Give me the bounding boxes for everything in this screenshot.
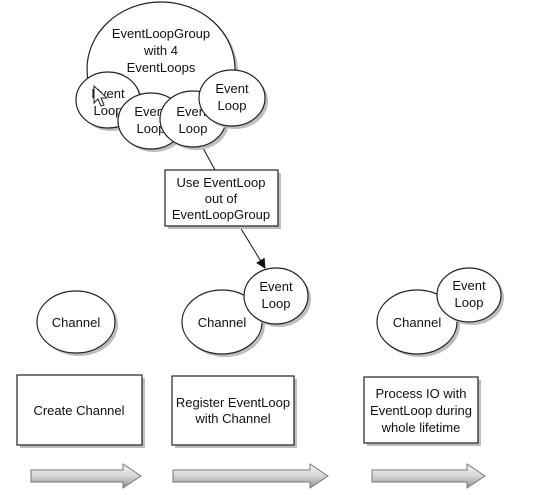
channel-circle-3: Channel [376, 289, 460, 357]
use-box-line-1: Use EventLoop [177, 175, 266, 190]
channel-label-2: Channel [198, 315, 247, 330]
create-channel-box: Create Channel [16, 374, 145, 448]
process-io-box: Process IO with EventLoop during whole l… [363, 376, 481, 446]
mouse-pointer-icon [93, 84, 109, 107]
channel-circle-2: Channel [181, 289, 265, 357]
progress-arrow-2 [172, 463, 329, 489]
register-box-line-2: with Channel [194, 411, 270, 426]
register-eventloop-box: Register EventLoop with Channel [171, 375, 297, 448]
use-box-line-2: out of [205, 191, 238, 206]
use-box-line-3: EventLoopGroup [172, 207, 270, 222]
loop-4-line-2: Loop [218, 98, 247, 113]
stage-process: Channel Event Loop Process IO with Event… [363, 267, 504, 489]
channel-circle-1: Channel [36, 290, 118, 356]
group-label-line-1: EventLoopGroup [112, 26, 210, 41]
stage-3-event-loop: Event Loop [436, 267, 504, 325]
group-event-loop-4: Event Loop [198, 69, 268, 129]
loop-1-line-2: Loop [94, 103, 123, 118]
stage-3-loop-line-2: Loop [455, 295, 484, 310]
group-label-line-3: EventLoops [127, 60, 196, 75]
progress-arrow-1 [30, 463, 142, 489]
channel-label-3: Channel [393, 315, 442, 330]
channel-label-1: Channel [52, 315, 101, 330]
group-to-use-line [202, 147, 216, 171]
loop-4-line-1: Event [215, 81, 249, 96]
loop-3-line-2: Loop [179, 121, 208, 136]
use-to-eventloop-arrow [239, 226, 266, 269]
loop-2-line-2: Loop [137, 121, 166, 136]
process-box-line-2: EventLoop during [370, 403, 472, 418]
process-box-line-1: Process IO with [375, 386, 466, 401]
progress-arrow-3 [371, 463, 486, 489]
stage-2-loop-line-1: Event [259, 279, 293, 294]
stage-2-event-loop: Event Loop [243, 267, 311, 327]
stage-2-loop-line-2: Loop [262, 296, 291, 311]
use-eventloop-box: Use EventLoop out of EventLoopGroup [164, 169, 281, 229]
stage-create: Channel Create Channel [16, 290, 145, 489]
stage-register: Channel Event Loop Register EventLoop wi… [171, 267, 329, 489]
create-box-line-1: Create Channel [33, 403, 124, 418]
process-box-line-3: whole lifetime [381, 420, 461, 435]
group-label-line-2: with 4 [143, 43, 178, 58]
register-box-line-1: Register EventLoop [176, 395, 290, 410]
loop-2-line-1: Event [134, 104, 168, 119]
stage-3-loop-line-1: Event [452, 278, 486, 293]
